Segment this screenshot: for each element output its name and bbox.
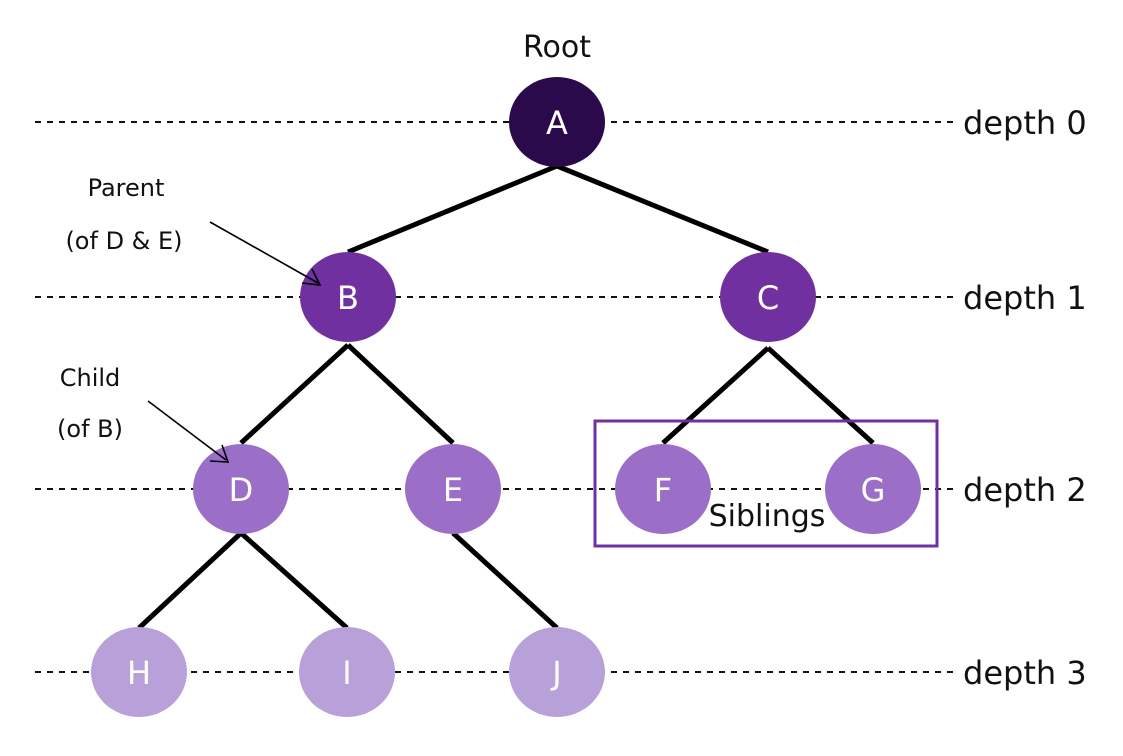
node-d: D [193, 444, 289, 534]
node-a: A [509, 77, 605, 167]
parent-label-line2: (of D & E) [65, 227, 182, 255]
parent-arrow-head [301, 268, 322, 286]
node-h-label: H [127, 654, 151, 692]
node-i: I [299, 627, 395, 717]
node-e-circle [405, 444, 501, 534]
edge-b-e [346, 343, 455, 445]
node-h-circle [91, 627, 187, 717]
depth-label-1: depth 1 [963, 279, 1087, 317]
depth-label-0: depth 0 [963, 104, 1087, 142]
node-d-circle [193, 444, 289, 534]
node-j-label: J [550, 654, 561, 692]
node-c-circle [720, 252, 816, 342]
node-i-circle [299, 627, 395, 717]
parent-arrow-shaft [209, 221, 319, 284]
child-label-line1: Child [60, 364, 121, 392]
node-e-label: E [443, 471, 463, 509]
tree-edges [137, 163, 875, 630]
edge-b-d [239, 343, 350, 445]
siblings-label: Siblings [709, 499, 826, 534]
node-h: H [91, 627, 187, 717]
node-g-circle [825, 444, 921, 534]
edge-d-h [137, 531, 243, 630]
node-b-label: B [337, 279, 359, 317]
node-g: G [825, 444, 921, 534]
edge-c-g [766, 346, 875, 445]
node-f-circle [615, 444, 711, 534]
edge-e-j [451, 531, 559, 630]
node-g-label: G [861, 471, 886, 509]
node-d-label: D [229, 471, 254, 509]
child-arrow-shaft [147, 400, 227, 461]
node-a-label: A [546, 104, 568, 142]
node-j: J [509, 627, 605, 717]
siblings-box [593, 419, 939, 548]
node-b-circle [300, 252, 396, 342]
edge-d-i [239, 531, 349, 630]
node-b: B [300, 252, 396, 342]
edge-a-b [347, 163, 558, 255]
node-e: E [405, 444, 501, 534]
depth-label-2: depth 2 [963, 471, 1087, 509]
edge-c-f [661, 346, 770, 445]
node-a-circle [509, 77, 605, 167]
child-arrow-head [209, 444, 230, 463]
node-c: C [720, 252, 816, 342]
parent-label-line1: Parent [88, 174, 165, 202]
node-f: F [615, 444, 711, 534]
child-label-line2: (of B) [57, 415, 123, 443]
node-f-label: F [654, 471, 672, 509]
node-c-label: C [757, 279, 779, 317]
node-i-label: I [342, 654, 351, 692]
depth-label-3: depth 3 [963, 654, 1087, 692]
node-j-circle [509, 627, 605, 717]
root-label: Root [523, 30, 591, 65]
edge-a-c [556, 163, 769, 255]
